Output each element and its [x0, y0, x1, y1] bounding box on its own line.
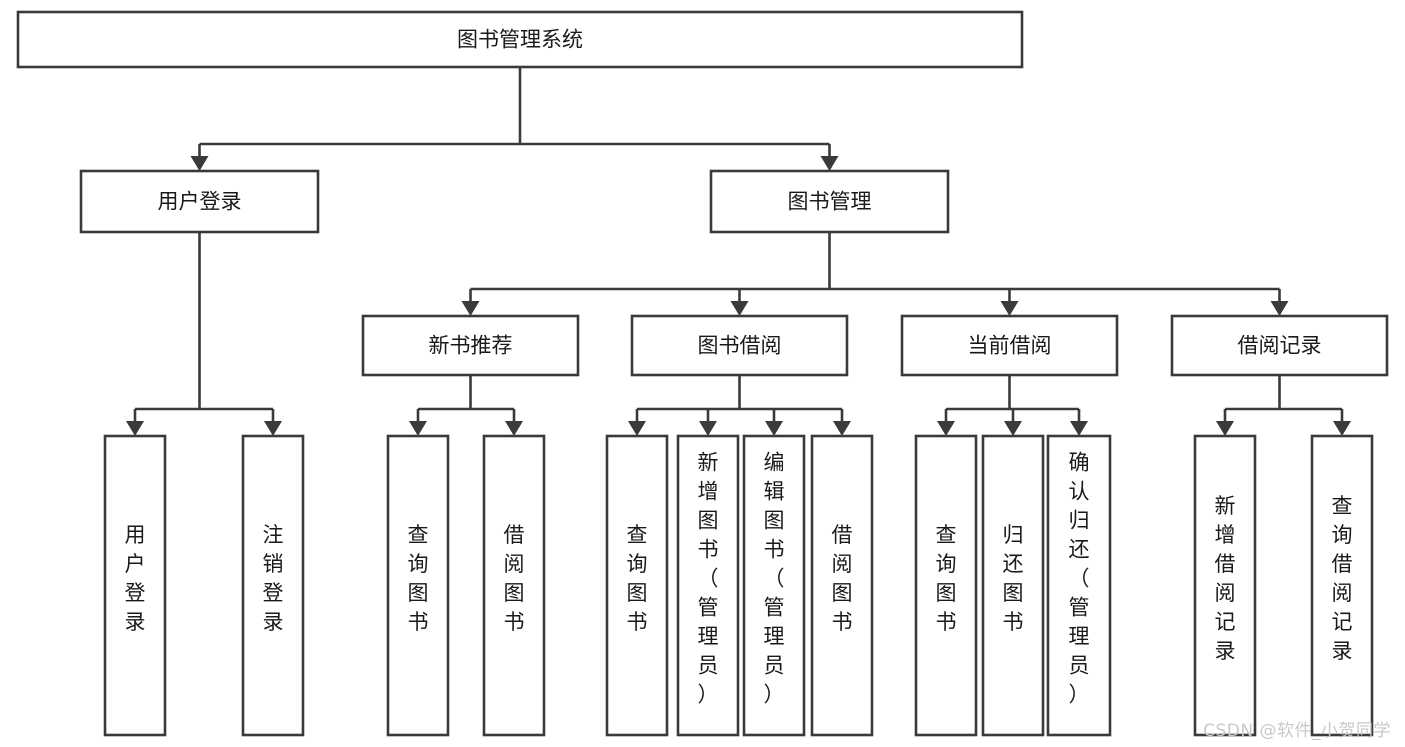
- root-node-label: 图书管理系统: [457, 28, 583, 52]
- arrow-head-icon: [1216, 421, 1234, 436]
- node-current-borrow[interactable]: 当前借阅: [900, 314, 1119, 377]
- arrow-head-icon: [264, 421, 282, 436]
- node-borrow-record-label: 借阅记录: [1238, 334, 1322, 358]
- node-book-manage[interactable]: 图书管理: [709, 169, 950, 234]
- arrow-head-icon: [730, 301, 749, 316]
- leaf-query-book-borrow[interactable]: 查询图书: [605, 434, 669, 737]
- leaf-user-login-label: 用户登录: [125, 523, 146, 634]
- leaf-query-book-borrow-box: [605, 434, 669, 737]
- node-layer: 图书管理系统用户登录图书管理新书推荐图书借阅当前借阅借阅记录用户登录注销登录查询…: [16, 10, 1389, 737]
- arrow-head-icon: [937, 421, 955, 436]
- leaf-logout[interactable]: 注销登录: [241, 434, 305, 737]
- leaf-add-borrow-record-label: 新增借阅记录: [1215, 494, 1236, 663]
- node-book-manage-label: 图书管理: [788, 190, 872, 214]
- node-new-book-recommend-label: 新书推荐: [429, 334, 513, 358]
- node-user-login-box: [79, 169, 320, 234]
- root-node-box: [16, 10, 1024, 69]
- node-new-book-recommend[interactable]: 新书推荐: [361, 314, 580, 377]
- node-book-borrow[interactable]: 图书借阅: [630, 314, 849, 377]
- leaf-query-borrow-record-box: [1310, 434, 1374, 737]
- csdn-watermark: CSDN @软件_小贺同学: [1203, 721, 1391, 741]
- node-current-borrow-label: 当前借阅: [968, 334, 1052, 358]
- arrow-head-icon: [833, 421, 851, 436]
- root-node[interactable]: 图书管理系统: [16, 10, 1024, 69]
- arrow-head-icon: [765, 421, 783, 436]
- leaf-user-login-box: [103, 434, 167, 737]
- leaf-query-book-current[interactable]: 查询图书: [914, 434, 978, 737]
- arrow-head-icon: [1333, 421, 1351, 436]
- leaf-add-book-admin-box: [676, 434, 740, 737]
- edge-root-to-level2: [190, 67, 839, 171]
- leaf-edit-book-admin-label: 编辑图书（管理员）: [764, 451, 785, 707]
- leaf-borrow-book-recommend[interactable]: 借阅图书: [482, 434, 546, 737]
- leaf-confirm-return-admin[interactable]: 确认归还（管理员）: [1046, 434, 1112, 737]
- node-book-borrow-label: 图书借阅: [698, 334, 782, 358]
- leaf-add-book-admin-label: 新增图书（管理员）: [698, 451, 719, 707]
- leaf-borrow-book-recommend-box: [482, 434, 546, 737]
- leaf-add-book-admin[interactable]: 新增图书（管理员）: [676, 434, 740, 737]
- edge-user-login-to-leaves: [126, 232, 282, 436]
- leaf-query-book-current-label: 查询图书: [936, 523, 957, 634]
- leaf-confirm-return-admin-box: [1046, 434, 1112, 737]
- node-new-book-recommend-box: [361, 314, 580, 377]
- edge-new-book-to-leaves: [409, 375, 523, 436]
- node-current-borrow-box: [900, 314, 1119, 377]
- leaf-query-book-recommend-box: [386, 434, 450, 737]
- leaf-borrow-book-label: 借阅图书: [832, 523, 853, 634]
- arrow-head-icon: [1270, 301, 1289, 316]
- leaf-return-book[interactable]: 归还图书: [981, 434, 1045, 737]
- leaf-borrow-book[interactable]: 借阅图书: [810, 434, 874, 737]
- arrow-head-icon: [820, 156, 839, 171]
- leaf-logout-label: 注销登录: [263, 523, 284, 634]
- leaf-return-book-box: [981, 434, 1045, 737]
- leaf-add-borrow-record[interactable]: 新增借阅记录: [1193, 434, 1257, 737]
- node-borrow-record[interactable]: 借阅记录: [1170, 314, 1389, 377]
- arrow-head-icon: [628, 421, 646, 436]
- node-user-login-label: 用户登录: [158, 190, 242, 214]
- leaf-return-book-label: 归还图书: [1003, 523, 1024, 634]
- leaf-confirm-return-admin-label: 确认归还（管理员）: [1069, 451, 1090, 707]
- node-borrow-record-box: [1170, 314, 1389, 377]
- leaf-edit-book-admin-box: [742, 434, 806, 737]
- leaf-query-book-recommend-label: 查询图书: [408, 523, 429, 634]
- node-user-login[interactable]: 用户登录: [79, 169, 320, 234]
- node-book-manage-box: [709, 169, 950, 234]
- leaf-query-book-current-box: [914, 434, 978, 737]
- edge-book-borrow-to-leaves: [628, 375, 851, 436]
- leaf-logout-box: [241, 434, 305, 737]
- leaf-query-book-borrow-label: 查询图书: [627, 523, 648, 634]
- leaf-query-book-recommend[interactable]: 查询图书: [386, 434, 450, 737]
- leaf-add-borrow-record-box: [1193, 434, 1257, 737]
- leaf-borrow-book-recommend-label: 借阅图书: [504, 523, 525, 634]
- arrow-head-icon: [126, 421, 144, 436]
- node-book-borrow-box: [630, 314, 849, 377]
- edge-layer: [126, 67, 1351, 436]
- leaf-query-borrow-record-label: 查询借阅记录: [1332, 494, 1353, 663]
- arrow-head-icon: [1070, 421, 1088, 436]
- arrow-head-icon: [505, 421, 523, 436]
- edge-book-manage-to-level3: [461, 232, 1289, 316]
- arrow-head-icon: [190, 156, 209, 171]
- leaf-edit-book-admin[interactable]: 编辑图书（管理员）: [742, 434, 806, 737]
- edge-borrow-record-to-leaves: [1216, 375, 1351, 436]
- arrow-head-icon: [409, 421, 427, 436]
- arrow-head-icon: [1004, 421, 1022, 436]
- arrow-head-icon: [1000, 301, 1019, 316]
- edge-current-borrow-to-leaves: [937, 375, 1088, 436]
- leaf-borrow-book-box: [810, 434, 874, 737]
- leaf-user-login[interactable]: 用户登录: [103, 434, 167, 737]
- arrow-head-icon: [699, 421, 717, 436]
- leaf-query-borrow-record[interactable]: 查询借阅记录: [1310, 434, 1374, 737]
- arrow-head-icon: [461, 301, 480, 316]
